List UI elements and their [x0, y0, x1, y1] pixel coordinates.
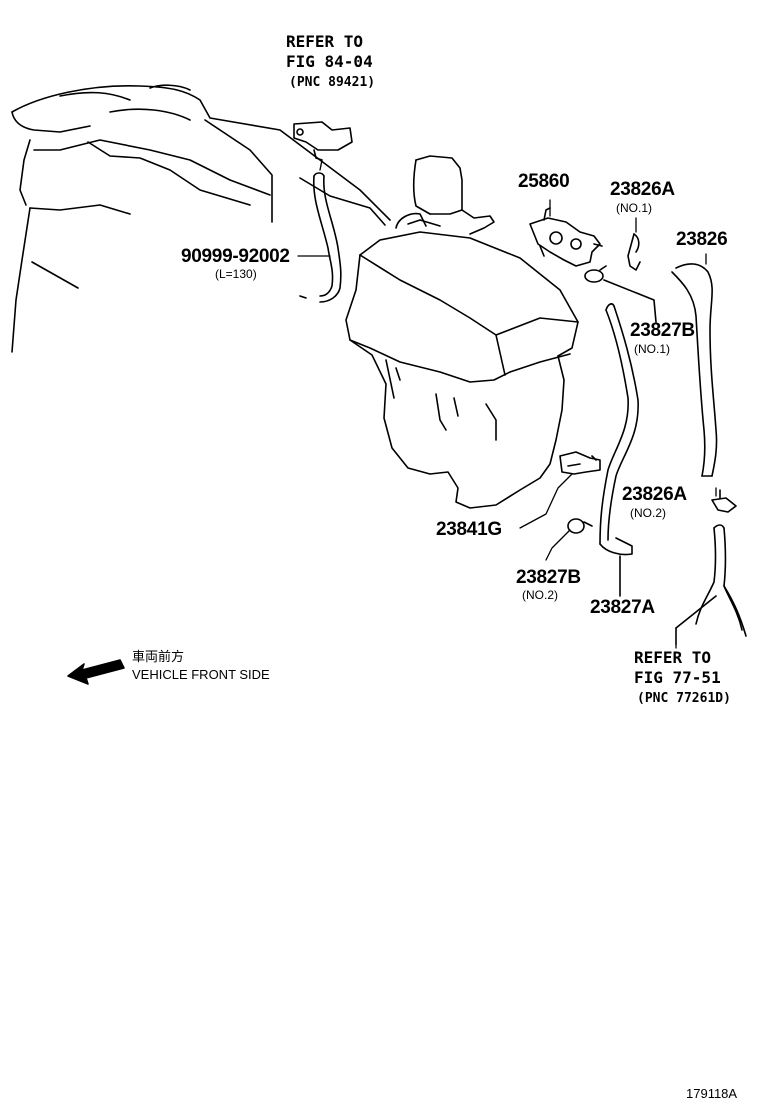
clamp-23827B-no1	[584, 265, 657, 323]
clamp-23827B-no2	[567, 518, 593, 534]
part-23827B-no1-note: (NO.1)	[634, 342, 670, 356]
charcoal-canister	[345, 155, 579, 509]
part-23827B-no2-note: (NO.2)	[522, 588, 558, 602]
figure-id: 179118A	[686, 1086, 738, 1101]
part-23826: 23826	[676, 229, 728, 250]
hose-23827A	[599, 303, 639, 597]
part-23826A-no1: 23826A	[610, 179, 675, 200]
ref-bottom-line2: FIG 77-51	[634, 668, 721, 687]
ref-top-line1: REFER TO	[286, 32, 364, 51]
purge-valve-25860	[529, 207, 603, 267]
leader-lines	[297, 159, 717, 649]
connector-23841G	[559, 451, 601, 475]
part-23826A-no2-note: (NO.2)	[630, 506, 666, 520]
part-23826A-no2: 23826A	[622, 484, 687, 505]
front-arrow-icon	[67, 659, 125, 685]
part-90999-92002: 90999-92002	[181, 246, 290, 267]
ref-bottom-line1: REFER TO	[634, 648, 712, 667]
clip-23826A-no1	[627, 233, 641, 271]
direction-jp: 車両前方	[132, 649, 185, 664]
hose-77261D	[675, 524, 747, 645]
direction-en: VEHICLE FRONT SIDE	[132, 667, 270, 682]
part-23826A-no1-note: (NO.1)	[616, 201, 652, 215]
ref-top-line3: (PNC 89421)	[289, 75, 376, 90]
ref-bottom-line3: (PNC 77261D)	[637, 691, 731, 706]
ref-top-line2: FIG 84-04	[286, 52, 373, 71]
part-23827B-no2: 23827B	[516, 567, 581, 588]
part-23841G: 23841G	[436, 519, 502, 540]
sensor-89421	[293, 121, 353, 161]
engine-outline	[11, 84, 391, 353]
part-23827A: 23827A	[590, 597, 655, 618]
part-25860: 25860	[518, 171, 570, 192]
part-23827B-no1: 23827B	[630, 320, 695, 341]
hose-90999-92002	[299, 172, 342, 303]
hose-23826	[671, 263, 718, 477]
clip-23826A-no2	[711, 489, 737, 513]
part-90999-92002-note: (L=130)	[215, 267, 257, 281]
